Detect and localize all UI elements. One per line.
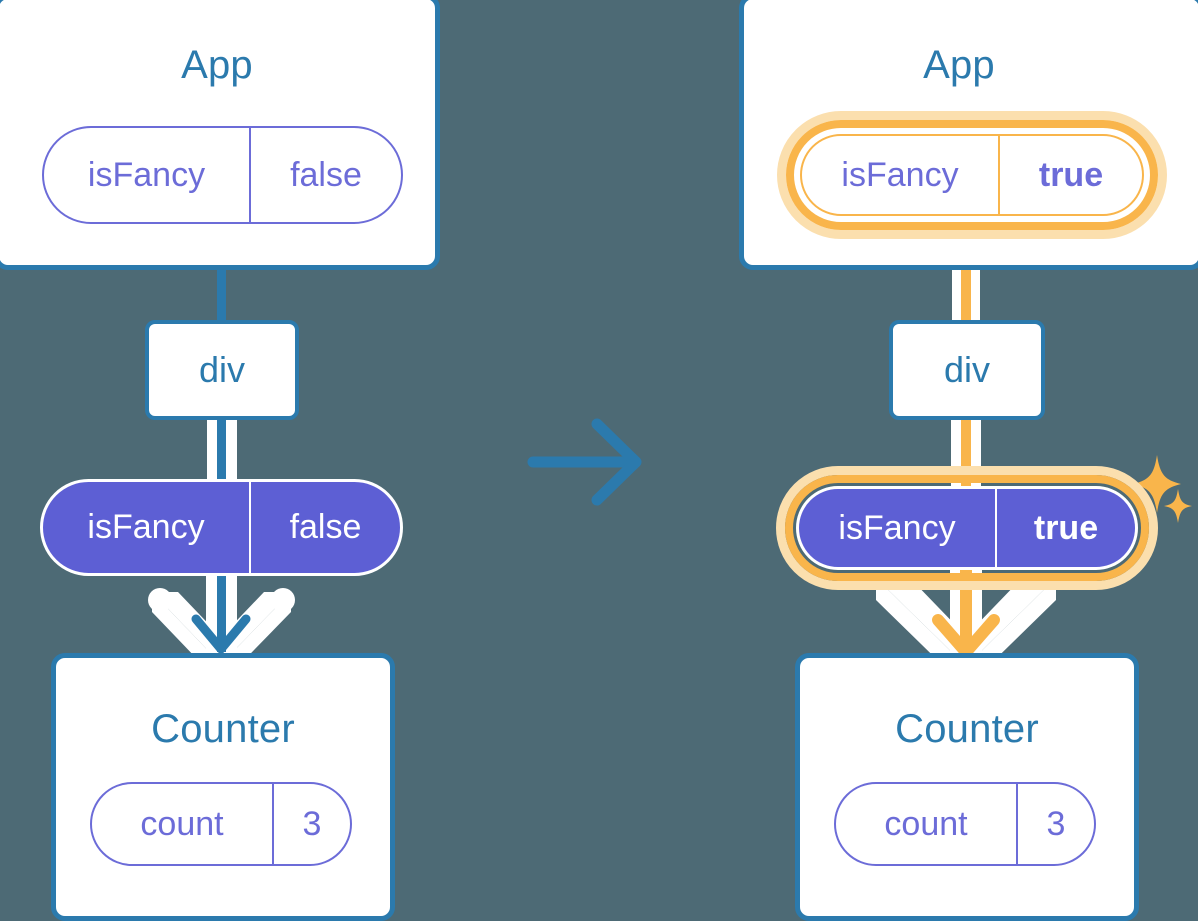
app-state-pill-name: isFancy xyxy=(87,155,206,194)
counter-state-pill-name: count xyxy=(140,804,224,843)
left-arrow-blue xyxy=(191,556,251,654)
counter-panel-before: Counter xyxy=(51,653,395,921)
div-node-after: div xyxy=(889,320,1045,420)
app-state-pill-value: false xyxy=(249,128,401,222)
app-state-pill-after[interactable]: isFancy true xyxy=(800,134,1144,216)
app-state-pill-name: isFancy xyxy=(841,155,959,194)
app-state-pill-before[interactable]: isFancy false xyxy=(42,126,403,224)
counter-state-pill-name: count xyxy=(884,804,968,843)
prop-pill-name: isFancy xyxy=(87,508,205,546)
app-panel-title: App xyxy=(923,43,995,87)
counter-state-pill-value: 3 xyxy=(1016,784,1094,864)
counter-state-pill-value: 3 xyxy=(272,784,350,864)
prop-pill-before[interactable]: isFancy false xyxy=(40,479,403,576)
div-node-label: div xyxy=(198,349,246,390)
counter-panel-title: Counter xyxy=(895,707,1039,751)
transition-arrow-icon xyxy=(527,418,642,506)
app-panel-title: App xyxy=(181,43,253,87)
counter-state-pill-after[interactable]: count 3 xyxy=(834,782,1096,866)
sparkle-icon-prop xyxy=(1133,455,1192,523)
right-connector-div-to-prop xyxy=(951,415,981,497)
right-arrow-orange xyxy=(932,556,1000,658)
prop-pill-name: isFancy xyxy=(838,508,956,547)
prop-pill-value: false xyxy=(249,482,400,573)
prop-pill-value: true xyxy=(995,489,1135,567)
counter-panel-title: Counter xyxy=(151,707,295,751)
app-state-pill-value: true xyxy=(998,136,1142,214)
div-node-label: div xyxy=(943,349,991,390)
counter-state-pill-before[interactable]: count 3 xyxy=(90,782,352,866)
prop-pill-after[interactable]: isFancy true xyxy=(796,486,1138,570)
div-node-before: div xyxy=(145,320,299,420)
